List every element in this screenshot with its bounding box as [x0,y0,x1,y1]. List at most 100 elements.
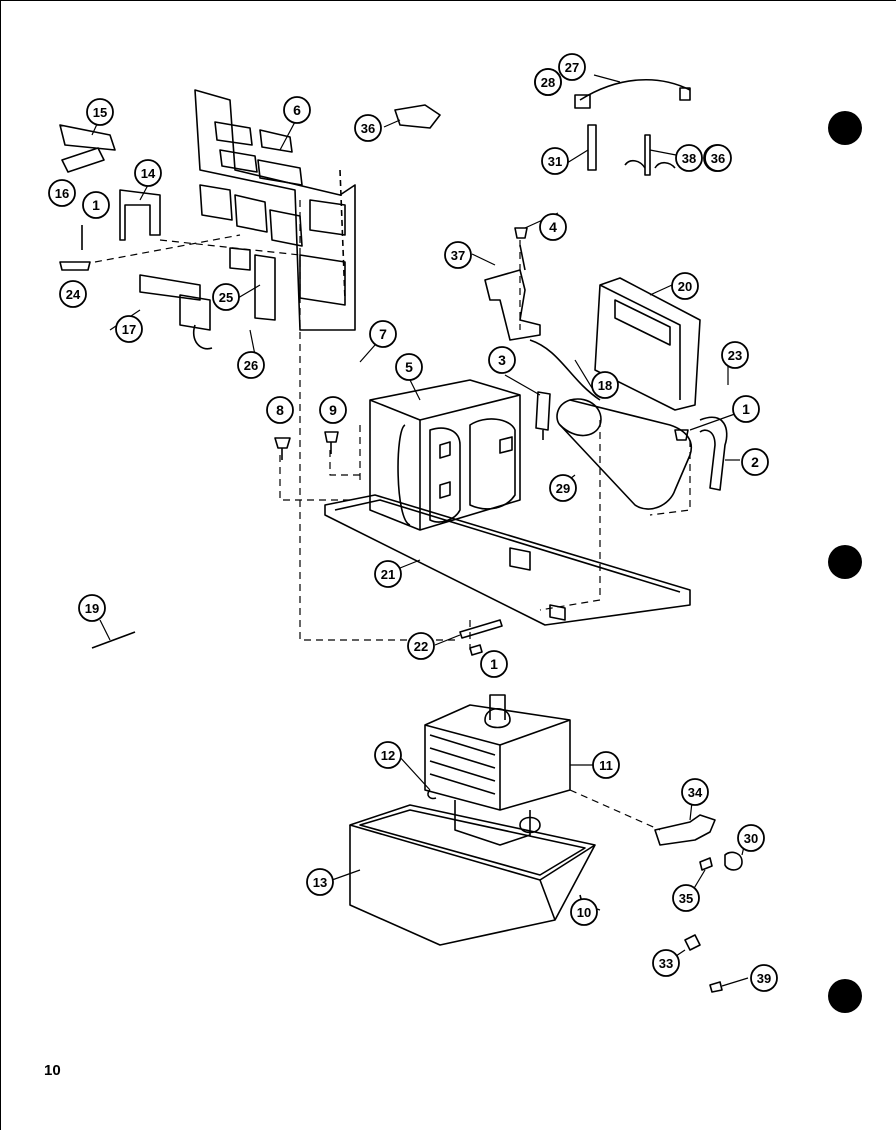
callout-label: 1 [92,197,100,213]
callout-label: 15 [93,105,107,120]
callout-circle [671,272,699,300]
callout-circle [704,144,732,172]
callout-label: 9 [329,402,337,418]
callout-25: 25 [212,283,240,311]
callout-35: 35 [672,884,700,912]
callout-label: 37 [451,248,465,263]
callout-circle [592,751,620,779]
callout-3: 3 [488,346,516,374]
callout-34: 34 [681,778,709,806]
control-board [594,277,701,411]
callout-label: 16 [55,186,69,201]
callout-circle [741,448,769,476]
callout-label: 10 [577,905,591,920]
callout-4: 4 [539,213,567,241]
callout-circle [681,778,709,806]
high-voltage-capacitor [556,398,728,510]
callout-circle [283,96,311,124]
callout-label: 36 [361,121,375,136]
callout-circle [488,346,516,374]
callout-label: 26 [244,358,258,373]
callout-label: 39 [757,971,771,986]
callout-27: 27 [558,53,586,81]
callout-30: 30 [737,824,765,852]
callout-circle [48,179,76,207]
callout-33: 33 [652,949,680,977]
callout-label: 1 [742,401,750,417]
callout-8: 8 [266,396,294,424]
callout-circle [539,213,567,241]
callout-22: 22 [407,632,435,660]
callout-circle [395,353,423,381]
callout-11: 11 [592,751,620,779]
callout-label: 19 [85,601,99,616]
callout-6: 6 [283,96,311,124]
control-panel-assembly [194,89,356,331]
callout-label: 23 [728,348,742,363]
callout-label: 38 [682,151,696,166]
callout-circle [672,884,700,912]
callout-circle [354,114,382,142]
callout-label: 35 [679,891,693,906]
callout-7: 7 [369,320,397,348]
small-hardware-parts [394,78,691,176]
callout-36: 36 [354,114,382,142]
magnetron [424,694,571,846]
callout-label: 3 [498,352,506,368]
callout-label: 12 [381,748,395,763]
base-plate [324,494,691,626]
callout-1: 1 [732,395,760,423]
callout-20: 20 [671,272,699,300]
callout-label: 6 [293,102,301,118]
binder-hole-bottom [828,979,862,1013]
high-voltage-transformer [369,379,521,531]
callout-circle [374,560,402,588]
callout-label: 31 [548,154,562,169]
callout-label: 17 [122,322,136,337]
interlock-switch-parts [59,124,213,350]
callout-circle [675,144,703,172]
callout-circle [541,147,569,175]
callout-circle [115,315,143,343]
callout-13: 13 [306,868,334,896]
callout-19: 19 [78,594,106,622]
callout-5: 5 [395,353,423,381]
callout-14: 14 [134,159,162,187]
callout-38: 38 [675,144,703,172]
callout-label: 28 [541,75,555,90]
callout-circle [374,741,402,769]
callout-label: 20 [678,279,692,294]
callout-label: 21 [381,567,395,582]
callout-label: 22 [414,639,428,654]
callout-1: 1 [82,191,110,219]
callout-label: 33 [659,956,673,971]
callout-circle [407,632,435,660]
magnetron-hardware [569,789,743,993]
callout-circle [549,474,577,502]
waveguide-tray [349,789,596,946]
callout-label: 5 [405,359,413,375]
diode-and-wire [529,339,601,440]
callout-label: 18 [598,378,612,393]
callout-39: 39 [750,964,778,992]
callout-label: 7 [379,326,387,342]
callout-circle [266,396,294,424]
callout-circle [732,395,760,423]
callout-circle [306,868,334,896]
callout-circle [570,898,598,926]
callout-circle [78,594,106,622]
callout-circle [652,949,680,977]
callout-16: 16 [48,179,76,207]
callout-label: 36 [711,151,725,166]
binder-hole-middle [828,545,862,579]
callout-leaders [91,74,749,987]
callout-label: 4 [549,219,557,235]
callout-circle [534,68,562,96]
callout-circle [86,98,114,126]
callout-circle [737,824,765,852]
callout-circle [558,53,586,81]
callout-circle [750,964,778,992]
